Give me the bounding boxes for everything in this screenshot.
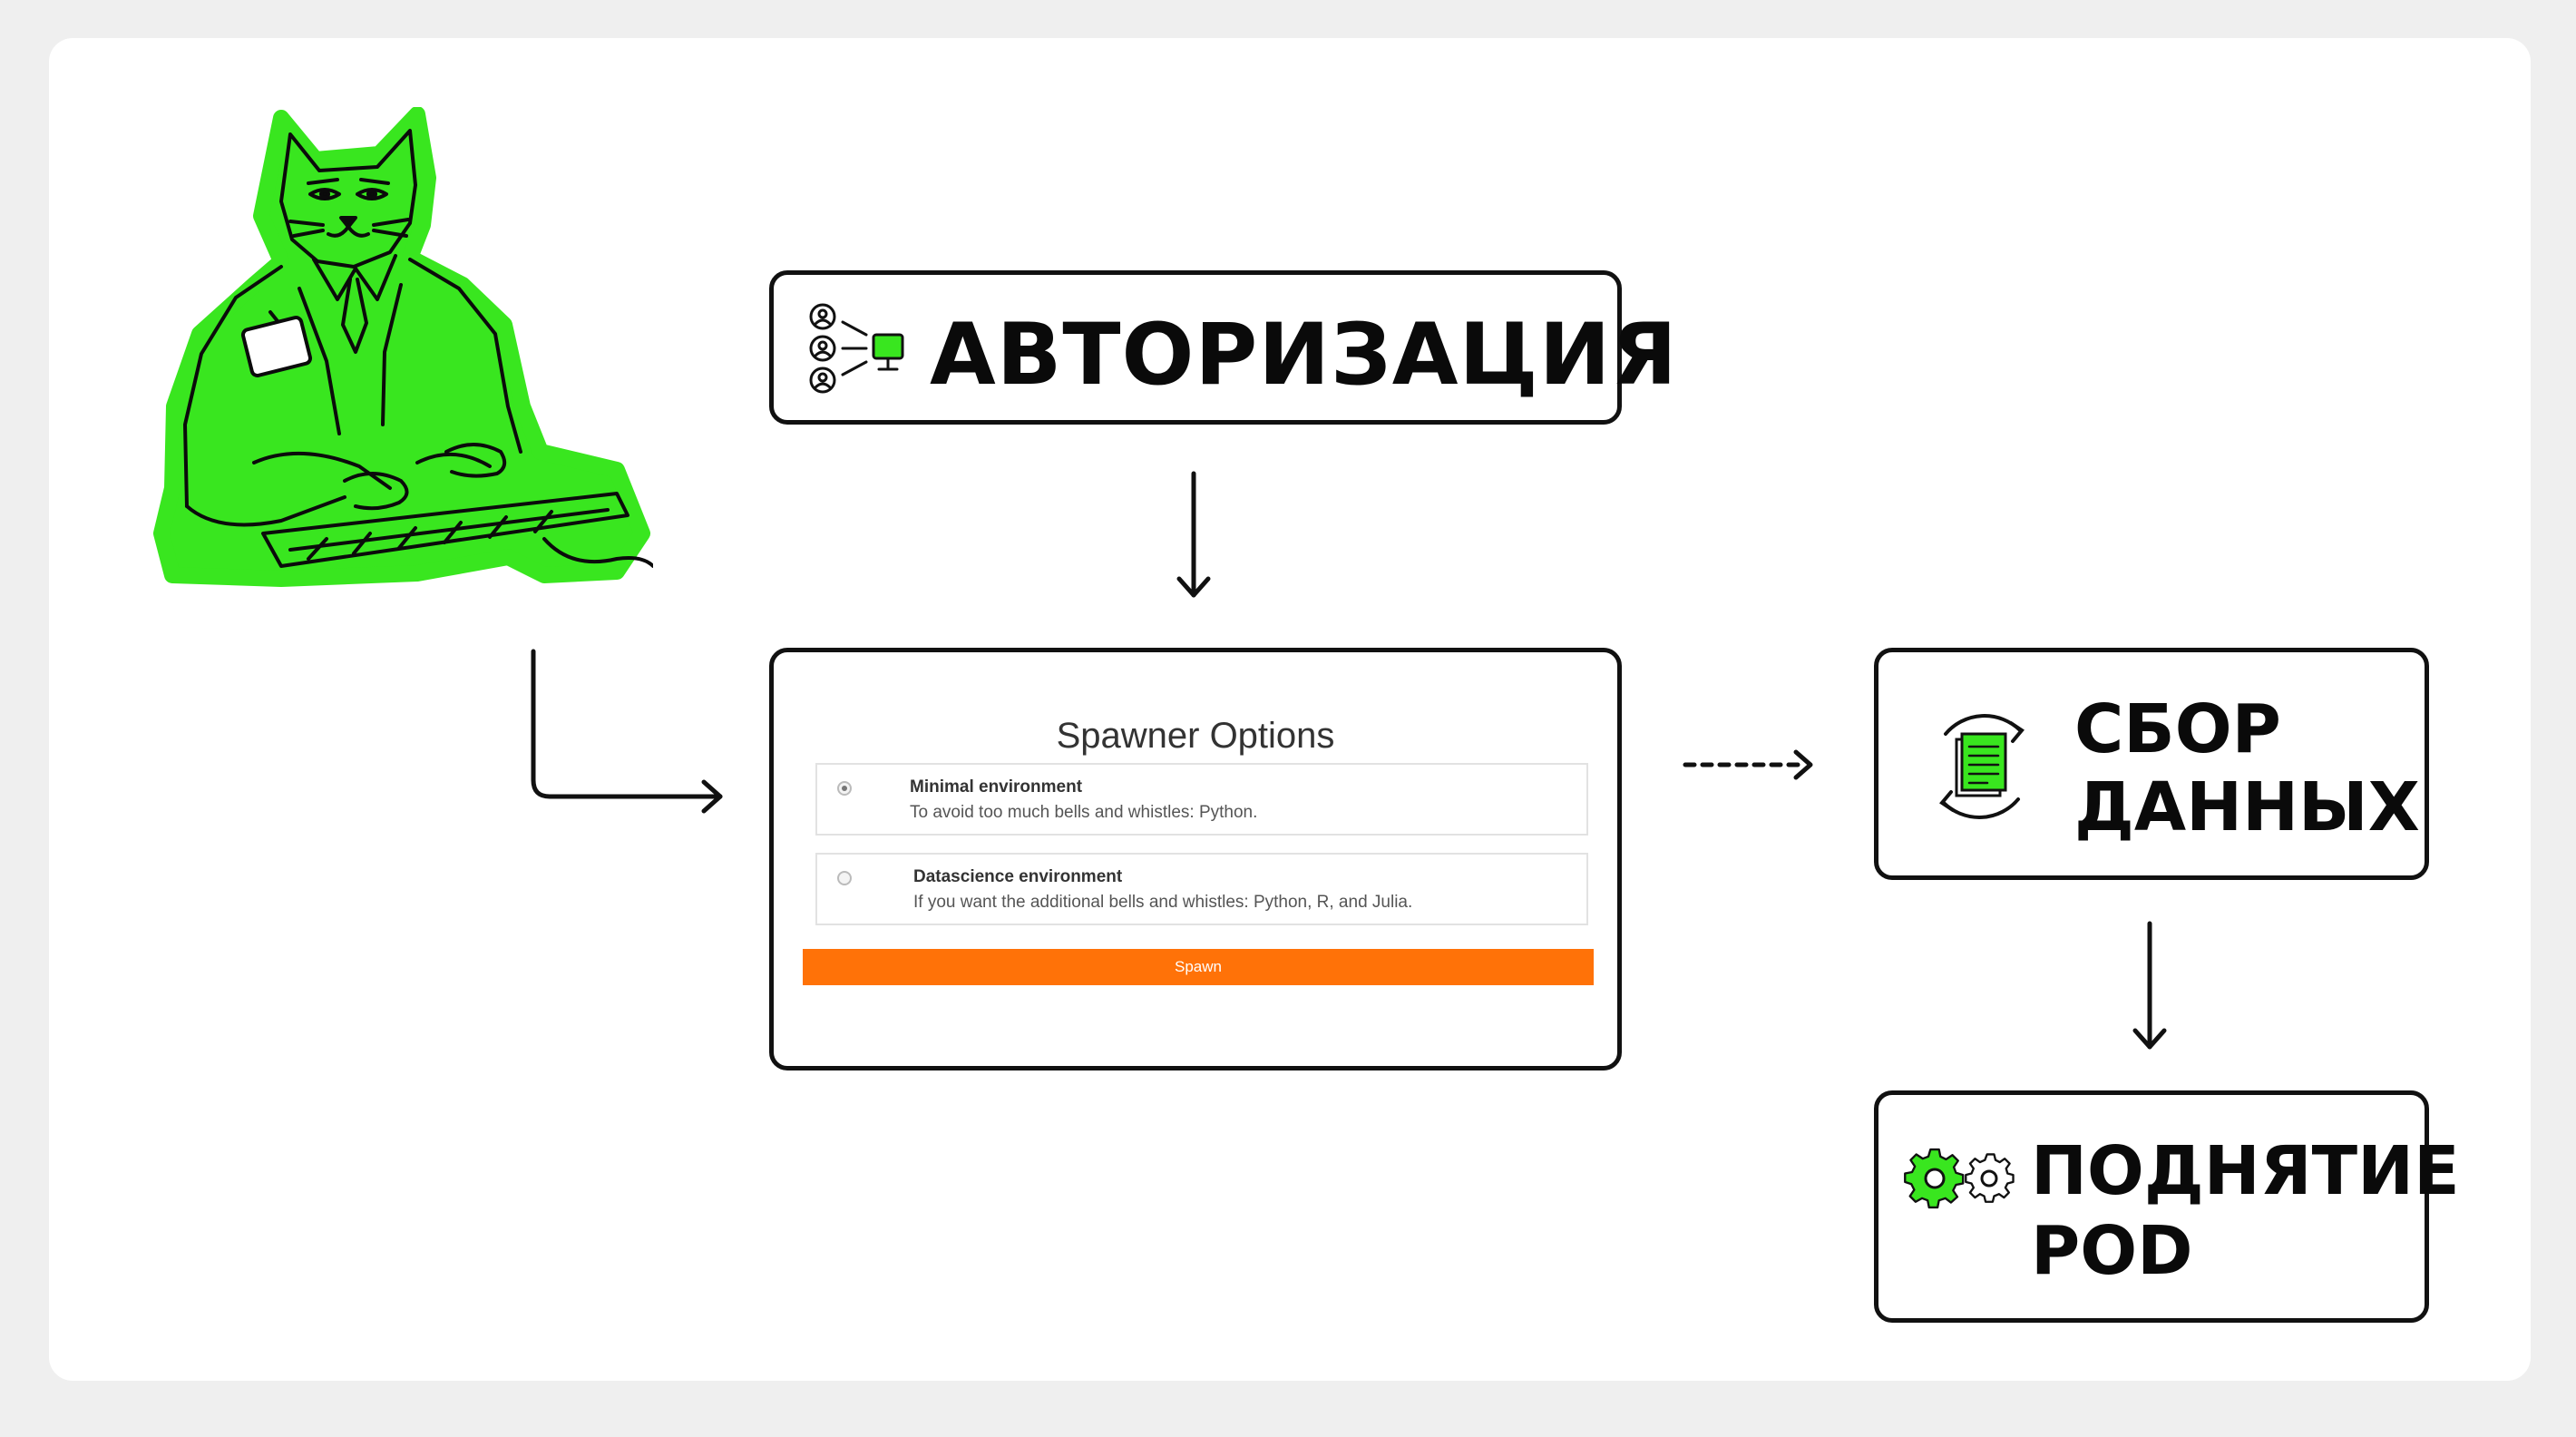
launch-pod-title: ПОДНЯТИЕ POD	[2031, 1131, 2460, 1291]
option-minimal-environment[interactable]: Minimal environment To avoid too much be…	[815, 763, 1588, 836]
launch-pod-title-line2: POD	[2031, 1211, 2460, 1291]
users-to-computer-icon	[806, 298, 915, 398]
option-title: Minimal environment	[910, 777, 1082, 797]
option-title: Datascience environment	[913, 867, 1122, 887]
auth-step-box: АВТОРИЗАЦИЯ	[769, 270, 1622, 425]
option-datascience-environment[interactable]: Datascience environment If you want the …	[815, 853, 1588, 925]
collect-data-title-line2: ДАННЫХ	[2074, 768, 2420, 846]
collect-data-title: СБОР ДАННЫХ	[2074, 690, 2420, 846]
collect-data-step-box: СБОР ДАННЫХ	[1874, 648, 2429, 880]
gear-green-icon	[1905, 1149, 1963, 1207]
radio-selected[interactable]	[837, 781, 852, 796]
arrow-user-to-spawner	[533, 651, 720, 797]
gear-outline-icon	[1966, 1154, 2013, 1201]
launch-pod-title-line1: ПОДНЯТИЕ	[2031, 1131, 2460, 1211]
document-refresh-icon	[1918, 703, 2045, 830]
radio-unselected[interactable]	[837, 871, 852, 885]
spawner-options-panel: Spawner Options Minimal environment To a…	[769, 648, 1622, 1070]
auth-step-title: АВТОРИЗАЦИЯ	[930, 313, 1678, 398]
collect-data-title-line1: СБОР	[2074, 690, 2420, 768]
spawner-options-title: Spawner Options	[774, 716, 1617, 757]
option-description: To avoid too much bells and whistles: Py…	[910, 803, 1257, 823]
cat-at-keyboard-illustration	[145, 107, 653, 615]
option-description: If you want the additional bells and whi…	[913, 893, 1412, 913]
launch-pod-step-box: ПОДНЯТИЕ POD	[1874, 1090, 2429, 1323]
gears-icon	[1898, 1142, 2022, 1215]
spawn-button[interactable]: Spawn	[803, 949, 1594, 985]
